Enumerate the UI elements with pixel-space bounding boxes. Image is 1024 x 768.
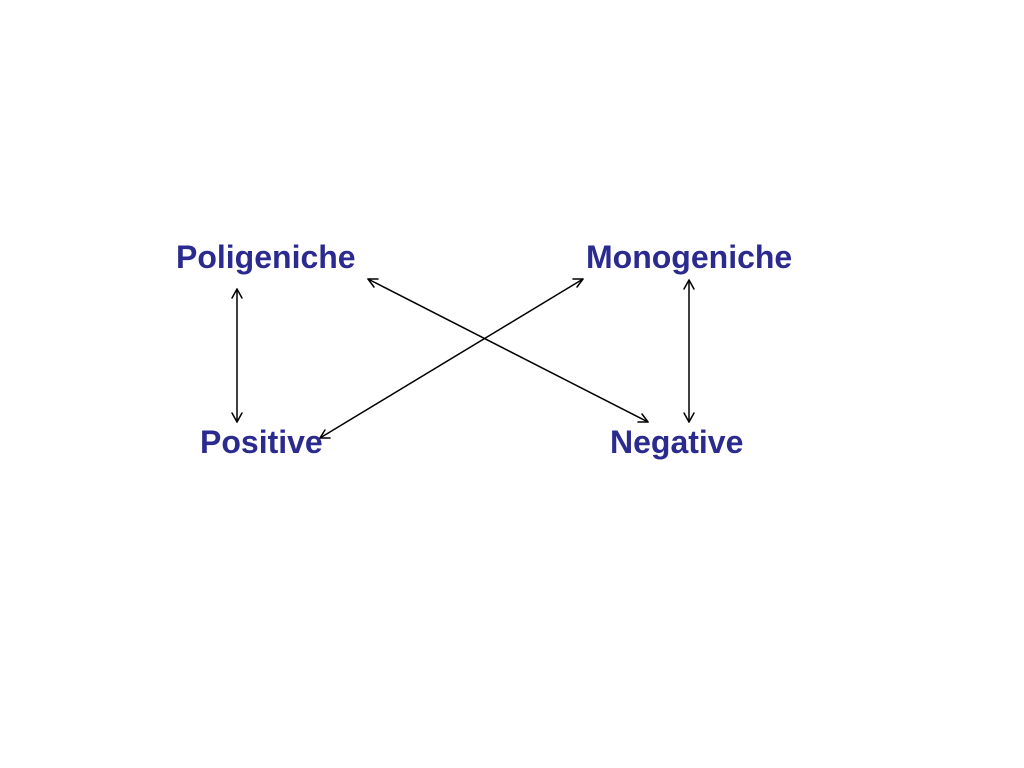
node-monogeniche: Monogeniche	[586, 239, 793, 275]
arrow-monogeniche-negative	[683, 279, 695, 423]
arrow-poligeniche-negative	[367, 278, 649, 423]
node-poligeniche: Poligeniche	[176, 239, 356, 275]
node-positive: Positive	[200, 424, 323, 460]
arrow-poligeniche-positive	[231, 288, 243, 423]
arrow-monogeniche-positive	[319, 278, 584, 439]
node-negative: Negative	[610, 424, 744, 460]
